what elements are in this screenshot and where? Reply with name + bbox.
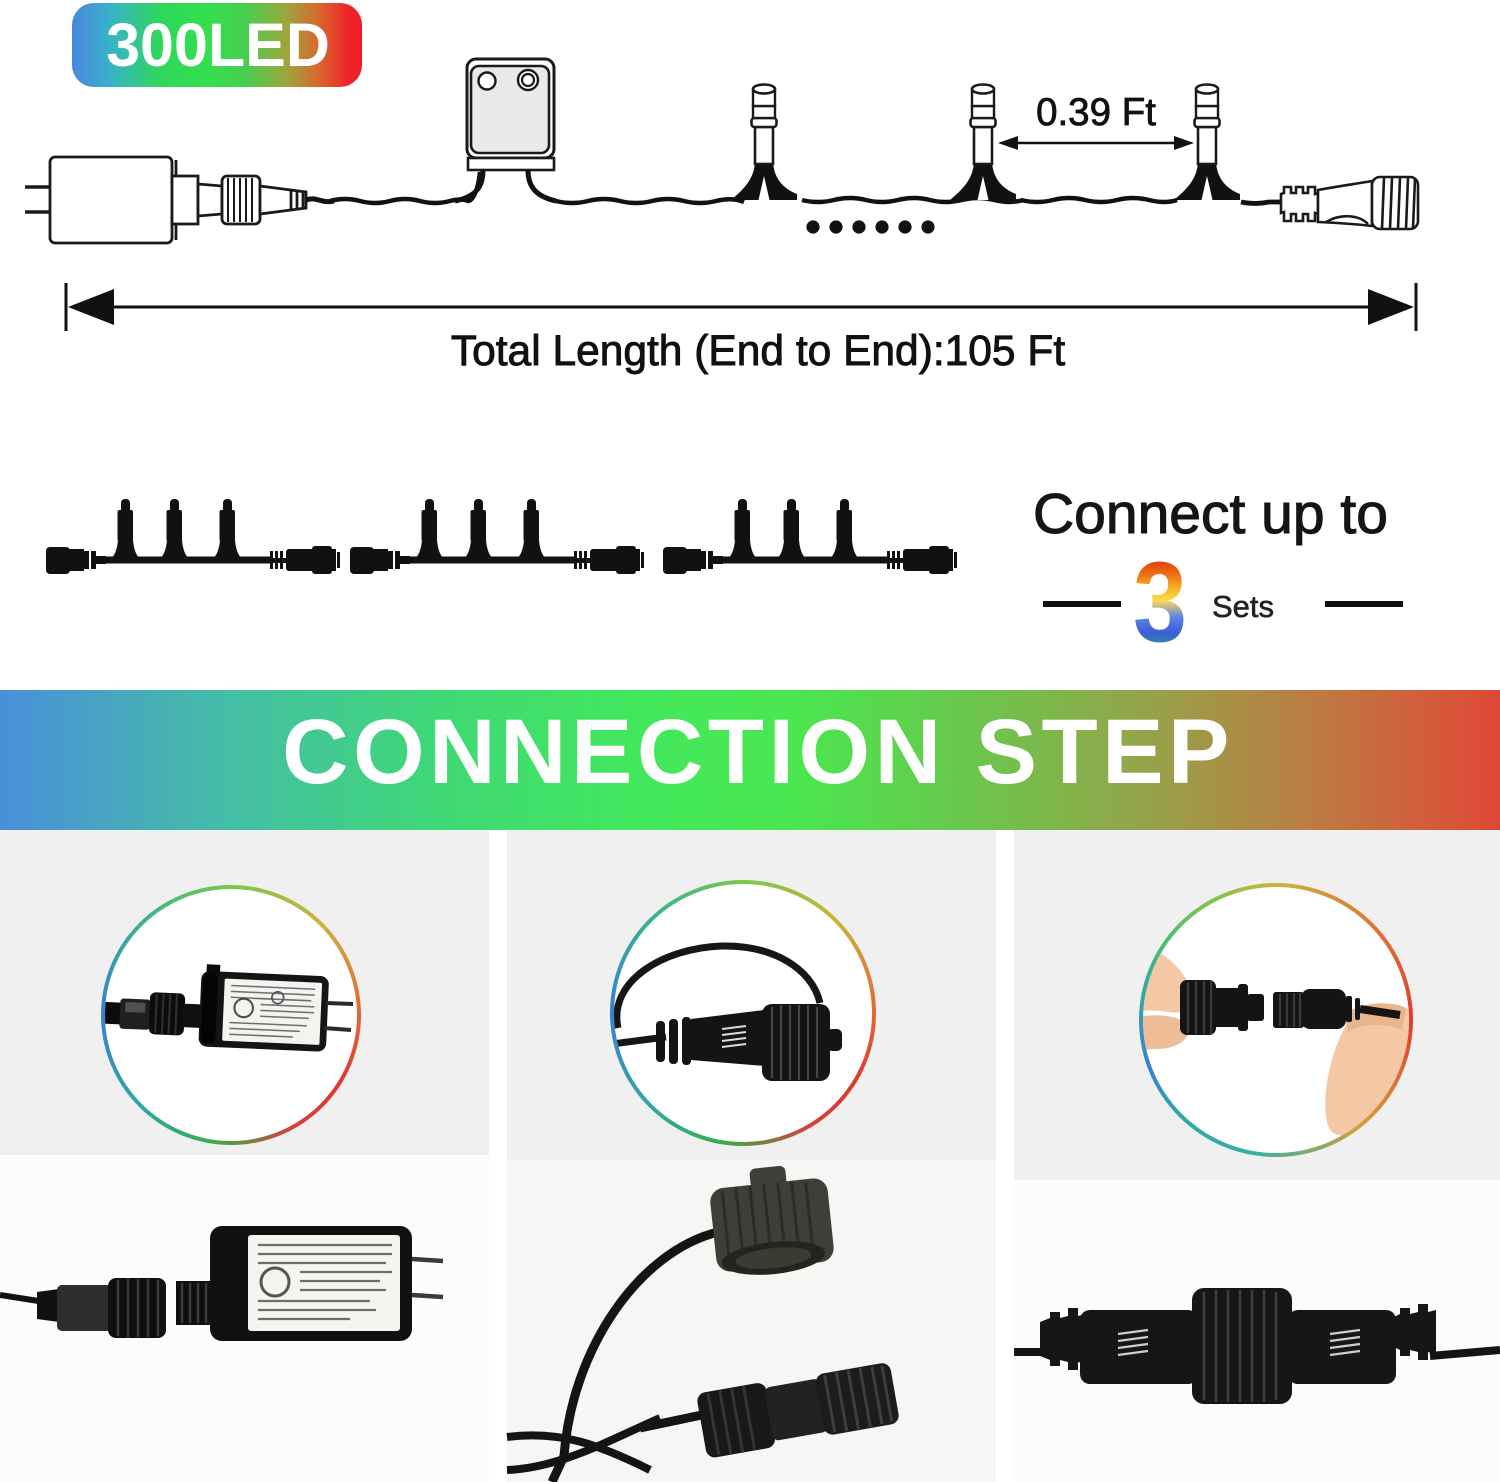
svg-text:Total Length (End to End):105: Total Length (End to End):105 Ft xyxy=(451,328,1065,375)
svg-text:0.39 Ft: 0.39 Ft xyxy=(1036,91,1156,134)
svg-text:300LED: 300LED xyxy=(106,11,330,79)
